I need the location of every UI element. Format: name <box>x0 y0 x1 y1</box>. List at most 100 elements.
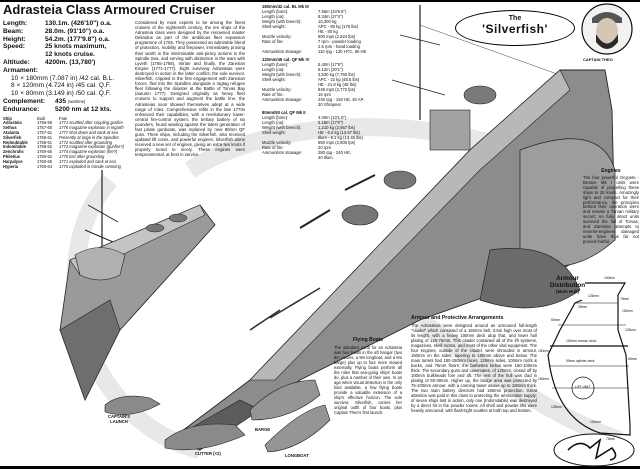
gun-spec-value: 3,530 kg (7,760 lbs) <box>318 72 356 77</box>
cutter <box>164 423 246 451</box>
spec-label-beam: Beam: <box>3 27 24 35</box>
gun-spec-row: 30 Shrapnel <box>262 102 384 107</box>
ship-built: 1758-61 <box>37 139 53 145</box>
armour-title: Armour and Protective Arrangements <box>411 315 504 321</box>
portrait-caption: Captain Theo <box>583 57 613 62</box>
gun-spec-key: Weight (with breech): <box>262 125 302 130</box>
gun-spec-row: Length (bore):5.40m (17'9") <box>262 62 384 67</box>
gun-title: 180mm/42 cal. BL Mk III <box>262 4 309 9</box>
ship-name: Sethus <box>3 125 17 131</box>
armour-section: Armour and Protective Arrangements The A… <box>411 315 537 413</box>
gun-spec-row: Shell weight: HE - 6.2 kg (13.67 lbs) <box>262 130 384 135</box>
gun-spec-key: Shell weight: <box>262 24 286 29</box>
lift-unit-label: Lift unit <box>575 385 591 389</box>
armament-item: 10 × 180mm (7.087 in) /42 cal. B.L. <box>11 74 115 82</box>
gun-spec-row: HE - 80 kg <box>262 29 384 34</box>
ship-built: 1760-62 <box>37 153 53 159</box>
ship-built: 1760-65 <box>37 149 53 155</box>
gun-spec-row: 2.5 rpm - hand loading <box>262 44 384 49</box>
armour-thickness-label: 150mm <box>622 309 633 313</box>
gun-spec-value: 280 rpg - 240 HE, <box>318 150 352 155</box>
armament-item: 10 × 80mm (3.149 in) /50 cal. Q.F. <box>11 90 111 98</box>
gun-spec-row: Weight (with breech):10,300 kg <box>262 19 384 24</box>
captains-launch <box>104 395 161 415</box>
gun-spec-value: 5.18m (17'0") <box>318 120 343 125</box>
gun-spec-row: Length (bore):7.56m (24'9.6") <box>262 9 384 14</box>
gun-title: 80mm/50 cal. QF Mk II <box>262 110 306 115</box>
spec-label-endurance: Endurance: <box>3 105 40 113</box>
gun-spec-key: Length (oa): <box>262 14 285 19</box>
armour-thickness-label: 125mm <box>625 328 636 332</box>
armour-thickness-label: 125mm <box>588 294 599 298</box>
barge <box>249 379 321 421</box>
ship-fate: 1775 exploded in missile ramming <box>59 163 121 169</box>
gun-spec-value: Illum - 6.1 kg (13.45 lbs) <box>318 135 363 140</box>
gun-spec-row: Length (oa): 6.12m (20'1") <box>262 67 384 72</box>
gun-spec-key <box>262 155 318 160</box>
ship-built: 1756-61 <box>37 134 53 140</box>
gun-spec-value: 15 rpm <box>318 92 332 97</box>
label-captains-launch: Captain's Launch <box>107 414 131 424</box>
specifications: Length:130.1m. (426'10") o.a. Beam:28.0m… <box>3 20 132 114</box>
name-plate-name: 'Silverfish' <box>482 22 548 36</box>
ship-built: 1757-61 <box>37 129 53 135</box>
longboat <box>264 404 331 453</box>
gun-spec-value: APC - 22 kg (48.5 lbs) <box>318 77 360 82</box>
armour-thickness-label: 100mm <box>590 420 601 424</box>
armour-thickness-label: 50mm splinter deck <box>566 359 595 363</box>
gun-spec-row: Muzzle velocity:845 mps (2,772 fps) <box>262 87 384 92</box>
gun-spec-row: Ammunition stowage:240 rpg - 150 HE, 40 … <box>262 97 384 102</box>
armour-thickness-label: 75mm <box>606 437 616 441</box>
artist-logo <box>553 433 635 467</box>
gun-spec-row: Length (bore): 4.00m (13'1.5") <box>262 115 384 120</box>
gun-spec-key: Muzzle velocity: <box>262 34 292 39</box>
gun-spec-value: 40 Illum. <box>318 155 334 160</box>
ship-name: Zenchrulis <box>3 149 24 155</box>
gun-spec-key: Ammunition stowage: <box>262 49 303 54</box>
ship-fate: 1771 scuttled after crippling gunfire <box>59 120 123 126</box>
gun-title: 120mm/45 cal. QF Mk IV <box>262 57 310 62</box>
gun-spec-key: Muzzle velocity: <box>262 87 292 92</box>
ship-name: Indomitable <box>3 144 26 150</box>
history-text: Considered by most experts to be among t… <box>135 20 245 158</box>
gun-spec-value: 850 mps (2,800 fps) <box>318 140 356 145</box>
gun-spec-key: Rate of fire: <box>262 92 284 97</box>
flying-boats-text: The standard outfit for an Adrasteia was… <box>334 345 402 415</box>
header-built: Built <box>37 115 45 121</box>
spec-value-altitude: 4200m. (13,780') <box>45 58 96 66</box>
gun-spec-key: Ammunition stowage: <box>262 97 303 102</box>
gun-spec-value: 30 Shrapnel <box>318 102 341 107</box>
ship-built: 1760-64 <box>37 163 53 169</box>
gun-spec-key: Length (oa): <box>262 67 285 72</box>
header-fate: Fate <box>59 115 68 121</box>
gun-spec-key: Muzzle velocity: <box>262 140 292 145</box>
spec-note-complement: (wartime) <box>67 98 86 104</box>
gun-spec-value: 4.00m (13'1.5") <box>318 115 347 120</box>
ship-fate: 1771 exploded and sank at sea <box>59 158 116 164</box>
armour-thickness-label: 60mm <box>628 357 638 361</box>
gun-spec-value: HE - 6.2 kg (13.67 lbs) <box>318 130 360 135</box>
flying-boats-title: Flying Boats <box>352 337 383 343</box>
spec-label-armament: Armament: <box>3 66 38 74</box>
label-cutter: Cutter (×2) <box>195 451 221 456</box>
ship-fate: 1774 magazine explosion (fire?) <box>59 149 118 155</box>
gun-spec-row: Muzzle velocity:800 mps (2,624 fps) <box>262 34 384 39</box>
gun-spec-value: 7.56m (24'9.6") <box>318 9 347 14</box>
gun-spec-key: Shell weight: <box>262 130 286 135</box>
gun-spec-key: Length (bore): <box>262 115 289 120</box>
armour-distribution-subtitle: (Main Hull) <box>556 289 579 295</box>
gun-spec-row: Rate of fire:7 rpm - powder loading <box>262 39 384 44</box>
gun-spec-value: HE - 21.8 kg (48 lbs) <box>318 82 357 87</box>
gun-spec-value: 6.12m (20'1") <box>318 67 343 72</box>
gun-spec-value: 10,300 kg <box>318 19 337 24</box>
armour-thickness-label: 75mm <box>620 297 630 301</box>
engines-text: The four powerful Ocypete - Bromie Mk I … <box>583 175 639 244</box>
